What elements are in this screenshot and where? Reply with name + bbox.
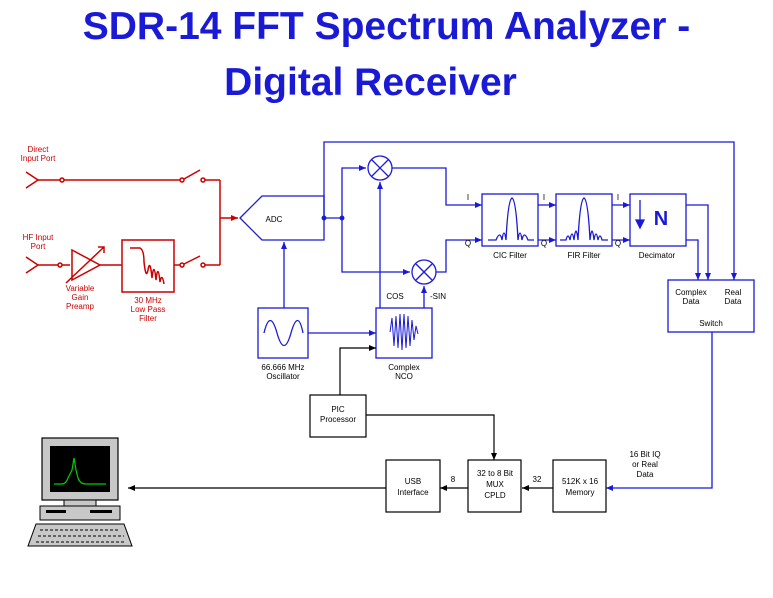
oscillator-label-2: Oscillator <box>266 372 300 381</box>
usb-label-1: USB <box>405 477 421 486</box>
analog-front-end <box>25 169 238 293</box>
decimate-arrow-icon <box>634 219 646 230</box>
oscillator-label-1: 66.666 MHz <box>261 363 304 372</box>
mux-label-2: MUX <box>486 480 504 489</box>
fir-filter-block <box>555 193 613 247</box>
lpf-label-1: 30 MHz <box>134 296 162 305</box>
bus-32-label: 32 <box>533 475 542 484</box>
lpf-block <box>121 239 175 293</box>
adc-label: ADC <box>266 215 283 224</box>
i-label-2: I <box>543 193 545 202</box>
lpf-label-3: Filter <box>139 314 157 323</box>
switch-block <box>667 279 755 333</box>
bus-8-label: 8 <box>451 475 456 484</box>
lpf-label-2: Low Pass <box>131 305 166 314</box>
q-label-3: Q <box>615 239 621 248</box>
direct-input-label-2: Input Port <box>21 154 56 163</box>
cos-label: COS <box>386 292 403 301</box>
cic-response-icon <box>488 197 534 241</box>
page-title-line-2: Digital Receiver <box>224 61 517 104</box>
vga-label-1: Variable <box>66 284 95 293</box>
mux-cpld-block <box>467 459 522 513</box>
nco-label-2: NCO <box>395 372 413 381</box>
computer-icon <box>27 437 133 547</box>
memory-block <box>552 459 607 513</box>
direct-input-label-1: Direct <box>28 145 50 154</box>
q-label-1: Q <box>465 239 471 248</box>
hf-input-antenna-icon <box>25 256 40 274</box>
pic-label-1: PIC <box>331 405 345 414</box>
real-data-label-1: Real <box>725 288 742 297</box>
vga-label-3: Preamp <box>66 302 95 311</box>
memory-label-1: 512K x 16 <box>562 477 599 486</box>
complex-data-label-1: Complex <box>675 288 707 297</box>
digital-path <box>239 141 755 491</box>
pic-processor-block <box>309 394 367 438</box>
real-data-label-2: Data <box>725 297 742 306</box>
memory-label-2: Memory <box>566 488 595 497</box>
usb-label-2: Interface <box>397 488 429 497</box>
cic-filter-label: CIC Filter <box>493 251 527 260</box>
decimator-label: Decimator <box>639 251 676 260</box>
page-title-line-1: SDR-14 FFT Spectrum Analyzer - <box>82 5 691 48</box>
switch-label: Switch <box>699 319 723 328</box>
direct-input-antenna-icon <box>25 171 40 189</box>
decimator-n-label: N <box>654 208 668 230</box>
complex-data-label-2: Data <box>683 297 700 306</box>
switch-contact-icon <box>179 177 185 183</box>
q-label-2: Q <box>541 239 547 248</box>
nco-label-1: Complex <box>388 363 420 372</box>
hf-input-label-2: Port <box>31 242 46 251</box>
fir-filter-label: FIR Filter <box>568 251 601 260</box>
mux-label-3: CPLD <box>484 491 506 500</box>
mux-label-1: 32 to 8 Bit <box>477 469 514 478</box>
variable-gain-amp-icon <box>71 248 102 282</box>
control-path <box>128 345 607 513</box>
hf-input-label-1: HF Input <box>23 233 54 242</box>
sin-label: -SIN <box>430 292 446 301</box>
sine-wave-icon <box>263 319 304 347</box>
fir-response-icon <box>560 197 608 241</box>
bus-16-label-1: 16 Bit IQ <box>629 450 660 459</box>
i-label-1: I <box>467 193 469 202</box>
usb-interface-block <box>385 459 441 513</box>
bus-16-label-3: Data <box>637 470 654 479</box>
bus-16-label-2: or Real <box>632 460 658 469</box>
nco-waveform-icon <box>389 313 419 351</box>
oscillator-block <box>257 307 309 359</box>
lpf-response-icon <box>130 247 165 285</box>
vga-label-2: Gain <box>72 293 89 302</box>
i-label-3: I <box>617 193 619 202</box>
pic-label-2: Processor <box>320 415 356 424</box>
